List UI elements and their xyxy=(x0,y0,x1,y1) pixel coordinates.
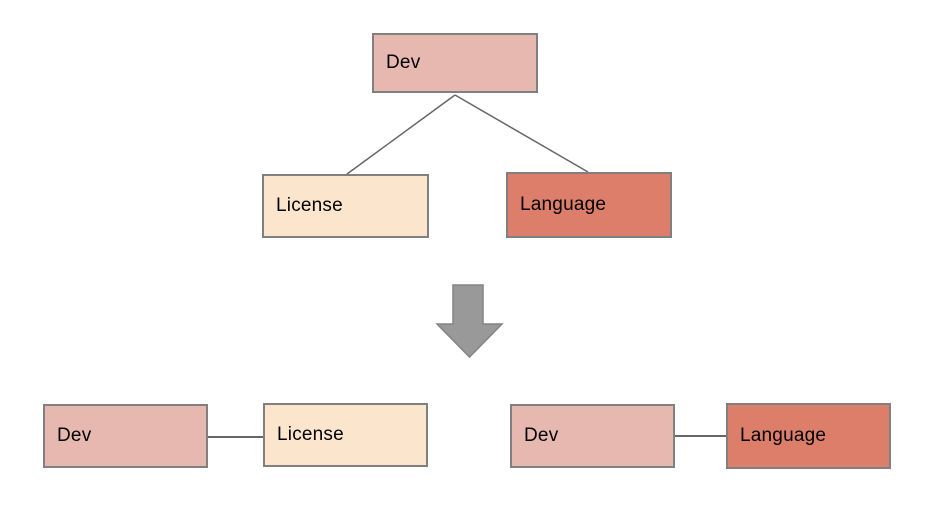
tree-child-node-language: Language xyxy=(506,172,672,238)
node-label: License xyxy=(276,195,343,216)
pair2-node-dev: Dev xyxy=(510,404,675,468)
pair1-node-dev: Dev xyxy=(43,404,208,468)
tree-edge-right xyxy=(454,94,589,173)
tree-edge-left xyxy=(346,94,456,175)
tree-root-node-dev: Dev xyxy=(372,33,538,93)
node-label: Language xyxy=(740,425,827,446)
tree-child-node-license: License xyxy=(262,174,429,238)
pair1-node-license: License xyxy=(263,403,428,467)
node-label: Dev xyxy=(386,52,421,73)
down-arrow-icon xyxy=(435,284,504,359)
node-label: License xyxy=(277,424,344,445)
node-label: Language xyxy=(520,194,607,215)
node-label: Dev xyxy=(524,425,559,446)
pair2-node-language: Language xyxy=(726,403,891,469)
node-label: Dev xyxy=(57,425,92,446)
